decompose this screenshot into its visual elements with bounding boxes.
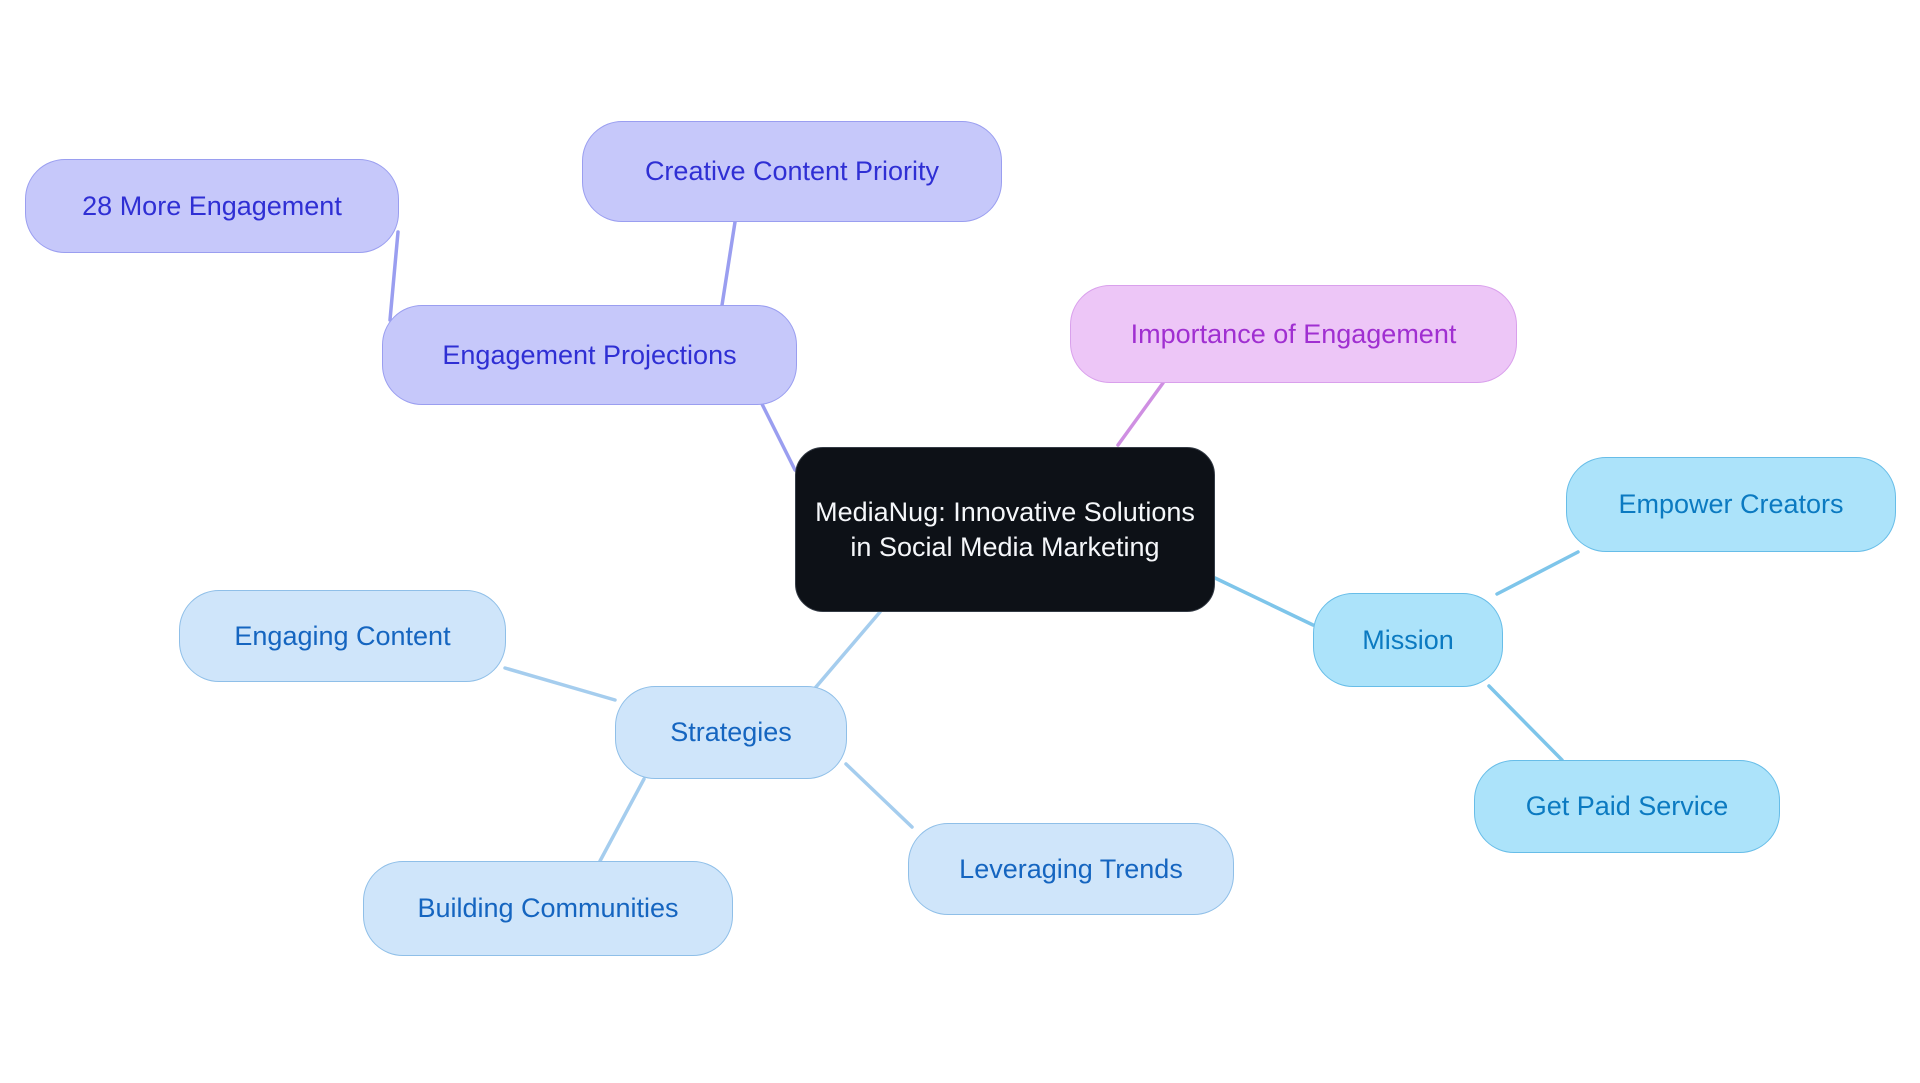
node-label-building-communities: Building Communities bbox=[417, 893, 679, 924]
node-label-strategies: Strategies bbox=[670, 717, 792, 748]
edge-engagement-projections-28-more bbox=[388, 230, 400, 322]
node-label-root: MediaNug: Innovative Solutions in Social… bbox=[815, 496, 1195, 562]
edge-root-importance bbox=[1116, 381, 1165, 447]
node-label-engagement-projections: Engagement Projections bbox=[442, 339, 737, 370]
node-importance-of-engagement[interactable]: Importance of Engagement bbox=[1070, 285, 1517, 383]
node-creative-content-priority[interactable]: Creative Content Priority bbox=[582, 121, 1002, 222]
node-label-creative-content-priority: Creative Content Priority bbox=[644, 156, 940, 187]
node-label-28-more-engagement: 28 More Engagement bbox=[82, 190, 342, 221]
edge-root-strategies bbox=[808, 610, 882, 696]
node-label-get-paid-service: Get Paid Service bbox=[1525, 791, 1729, 822]
edge-strategies-engaging bbox=[503, 666, 617, 702]
node-empower-creators[interactable]: Empower Creators bbox=[1566, 457, 1896, 552]
node-leveraging-trends[interactable]: Leveraging Trends bbox=[908, 823, 1234, 915]
edge-strategies-building bbox=[598, 777, 646, 863]
node-engaging-content[interactable]: Engaging Content bbox=[179, 590, 506, 682]
node-mission[interactable]: Mission bbox=[1313, 593, 1503, 687]
node-strategies[interactable]: Strategies bbox=[615, 686, 847, 779]
node-label-leveraging-trends: Leveraging Trends bbox=[959, 853, 1183, 884]
node-root[interactable]: MediaNug: Innovative Solutions in Social… bbox=[795, 447, 1215, 612]
node-label-empower-creators: Empower Creators bbox=[1618, 489, 1844, 520]
node-label-engaging-content: Engaging Content bbox=[234, 620, 451, 651]
edge-engagement-projections-creative bbox=[718, 220, 737, 320]
edge-mission-get-paid bbox=[1487, 684, 1564, 762]
edge-root-engagement-projections bbox=[758, 398, 797, 472]
edge-root-mission bbox=[1213, 576, 1315, 627]
node-label-importance-of-engagement: Importance of Engagement bbox=[1130, 318, 1457, 349]
node-label-mission: Mission bbox=[1362, 624, 1454, 655]
edge-mission-empower bbox=[1495, 550, 1580, 596]
node-engagement-projections[interactable]: Engagement Projections bbox=[382, 305, 797, 405]
node-get-paid-service[interactable]: Get Paid Service bbox=[1474, 760, 1780, 853]
edge-strategies-leveraging bbox=[844, 762, 914, 829]
node-28-more-engagement[interactable]: 28 More Engagement bbox=[25, 159, 399, 253]
node-building-communities[interactable]: Building Communities bbox=[363, 861, 733, 956]
